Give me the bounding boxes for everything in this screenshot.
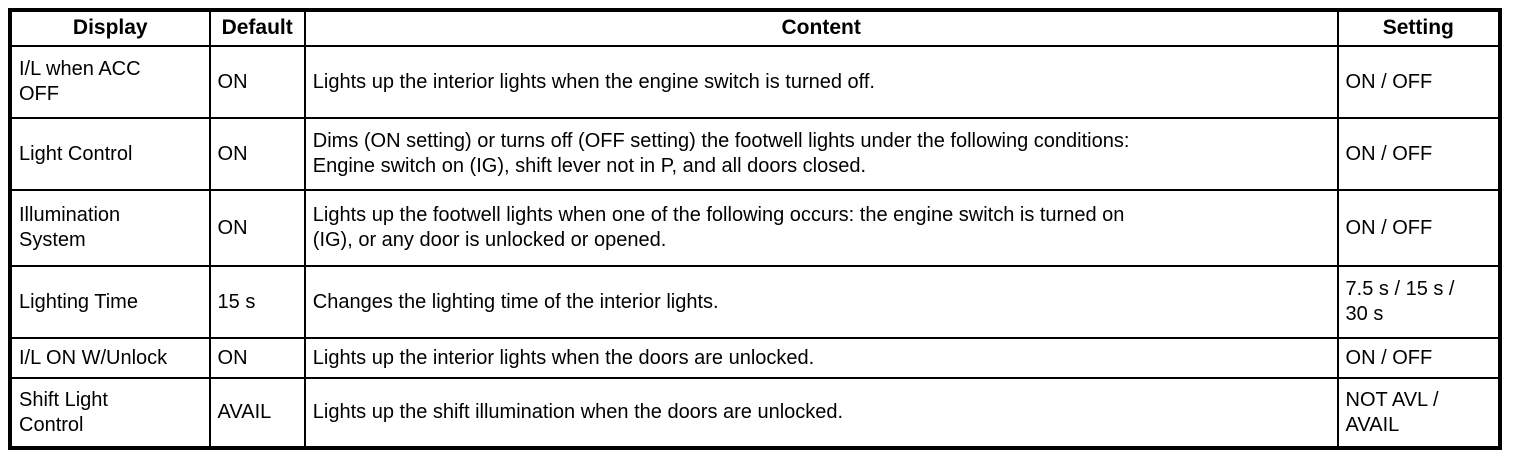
cell-default: ON <box>208 189 306 267</box>
cell-display: I/L when ACC OFF <box>9 45 211 119</box>
table-row: I/L ON W/Unlock ON Lights up the interio… <box>9 337 1502 379</box>
table-row: Lighting Time 15 s Changes the lighting … <box>9 265 1502 339</box>
cell-content: Lights up the interior lights when the e… <box>303 45 1339 119</box>
table-row: Light Control ON Dims (ON setting) or tu… <box>9 117 1502 191</box>
setting-line-1: ON / OFF <box>1345 346 1433 369</box>
table-row: Illumination System ON Lights up the foo… <box>9 189 1502 267</box>
setting-line-1: ON / OFF <box>1345 70 1433 93</box>
table-row: I/L when ACC OFF ON Lights up the interi… <box>9 45 1502 119</box>
cell-default: AVAIL <box>208 377 306 449</box>
table-header-row: Display Default Content Setting <box>9 9 1502 47</box>
column-header-content: Content <box>303 9 1339 47</box>
cell-content: Lights up the interior lights when the d… <box>303 337 1339 379</box>
cell-setting: ON / OFF <box>1336 117 1502 191</box>
display-line-1: Light Control <box>19 142 133 165</box>
cell-content: Dims (ON setting) or turns off (OFF sett… <box>303 117 1339 191</box>
cell-default: 15 s <box>208 265 306 339</box>
display-line-2: OFF <box>19 83 59 105</box>
content-line-1: Lights up the shift illumination when th… <box>312 401 844 423</box>
cell-display: Illumination System <box>9 189 211 267</box>
cell-default: ON <box>208 45 306 119</box>
display-line-1: Illumination <box>19 204 121 226</box>
content-line-1: Lights up the footwell lights when one o… <box>312 204 1125 226</box>
cell-display: Light Control <box>9 117 211 191</box>
setting-line-1: NOT AVL / <box>1345 388 1439 411</box>
cell-setting: ON / OFF <box>1336 337 1502 379</box>
cell-content: Changes the lighting time of the interio… <box>303 265 1339 339</box>
cell-display: I/L ON W/Unlock <box>9 337 211 379</box>
cell-default: ON <box>208 117 306 191</box>
cell-content: Lights up the footwell lights when one o… <box>303 189 1339 267</box>
cell-setting: ON / OFF <box>1336 189 1502 267</box>
column-header-display: Display <box>9 9 211 47</box>
setting-line-2: AVAIL <box>1345 413 1400 436</box>
table-row: Shift Light Control AVAIL Lights up the … <box>9 377 1502 449</box>
cell-default: ON <box>208 337 306 379</box>
setting-line-1: 7.5 s / 15 s / <box>1345 278 1455 300</box>
display-line-2: System <box>19 229 86 251</box>
cell-content: Lights up the shift illumination when th… <box>303 377 1339 449</box>
cell-display: Shift Light Control <box>9 377 211 449</box>
setting-line-1: ON / OFF <box>1345 216 1433 239</box>
display-line-1: Shift Light <box>19 388 108 411</box>
display-line-1: Lighting Time <box>19 290 138 313</box>
display-line-2: Control <box>19 413 84 436</box>
setting-line-1: ON / OFF <box>1345 142 1433 165</box>
cell-setting: 7.5 s / 15 s / 30 s <box>1336 265 1502 339</box>
cell-display: Lighting Time <box>9 265 211 339</box>
content-line-1: Lights up the interior lights when the e… <box>312 70 875 93</box>
content-line-1: Changes the lighting time of the interio… <box>312 290 719 313</box>
display-line-1: I/L when ACC <box>19 58 141 80</box>
column-header-default: Default <box>208 9 306 47</box>
setting-line-2: 30 s <box>1345 303 1384 325</box>
content-line-1: Lights up the interior lights when the d… <box>312 346 815 369</box>
interior-light-settings-table: Display Default Content Setting I/L when… <box>8 8 1502 450</box>
cell-setting: ON / OFF <box>1336 45 1502 119</box>
column-header-setting: Setting <box>1336 9 1502 47</box>
content-line-2: (IG), or any door is unlocked or opened. <box>312 229 667 251</box>
cell-setting: NOT AVL / AVAIL <box>1336 377 1502 449</box>
content-line-2: Engine switch on (IG), shift lever not i… <box>312 155 867 177</box>
display-line-1: I/L ON W/Unlock <box>19 346 168 369</box>
content-line-1: Dims (ON setting) or turns off (OFF sett… <box>312 130 1130 152</box>
